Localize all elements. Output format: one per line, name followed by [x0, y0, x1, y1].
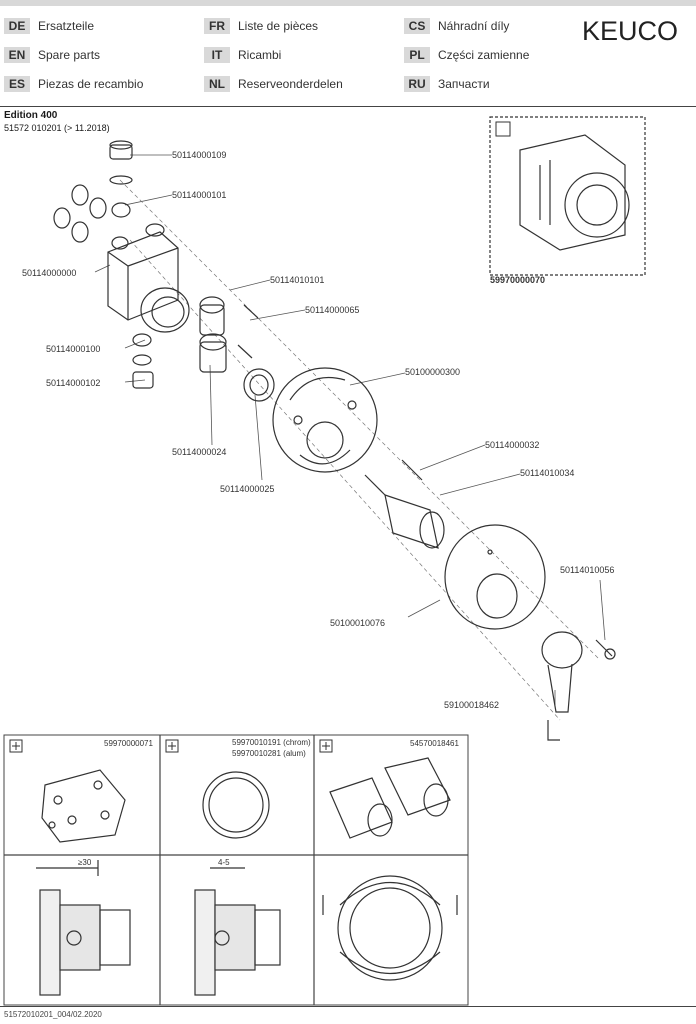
lang-label: Liste de pièces [238, 19, 319, 33]
lang-label: Piezas de recambio [38, 77, 144, 91]
lang-fr: FR Liste de pièces [204, 17, 318, 35]
lang-code: DE [4, 18, 30, 34]
lang-es: ES Piezas de recambio [4, 75, 143, 93]
lang-code: FR [204, 18, 230, 34]
lang-code: ES [4, 76, 30, 92]
lang-cs: CS Náhradní díly [404, 17, 509, 35]
lang-code: CS [404, 18, 430, 34]
part-label: 50114000032 [485, 440, 540, 450]
part-label: 50114000065 [305, 305, 360, 315]
box-code: 54570018461 [410, 739, 459, 748]
part-label: 50114000024 [172, 447, 227, 457]
lang-en: EN Spare parts [4, 46, 100, 64]
lang-label: Ersatzteile [38, 19, 95, 33]
lang-nl: NL Reserveonderdelen [204, 75, 343, 93]
box-code: 59970010281 (alum) [232, 749, 306, 758]
box-code: 59970010191 (chrom) [232, 738, 311, 747]
part-label: 59970000070 [490, 275, 546, 285]
leader-lines [94, 154, 606, 705]
brand-logo: KEUCO [582, 16, 679, 46]
part-label: 50114010101 [270, 275, 325, 285]
part-label: 50114010056 [560, 565, 615, 575]
header-divider [0, 106, 696, 107]
lang-code: RU [404, 76, 430, 92]
lang-label: Części zamienne [438, 48, 530, 62]
lang-label: Náhradní díly [438, 19, 510, 33]
lang-de: DE Ersatzteile [4, 17, 94, 35]
part-label: 50114000102 [46, 378, 101, 388]
lang-code: NL [204, 76, 230, 92]
product-name: Edition 400 [4, 110, 58, 121]
part-label: 50114000000 [22, 268, 77, 278]
part-label: 50114010034 [520, 468, 575, 478]
lang-code: PL [404, 47, 430, 63]
footer-divider [0, 1006, 696, 1007]
lang-label: Reserveonderdelen [238, 77, 343, 91]
lang-code: EN [4, 47, 30, 63]
top-bar [0, 0, 696, 6]
lang-ru: RU Запчасти [404, 75, 490, 93]
footer-code: 51572010201_004/02.2020 [4, 1010, 102, 1019]
lang-it: IT Ricambi [204, 46, 281, 64]
part-label: 50100000300 [405, 367, 461, 377]
lang-pl: PL Części zamienne [404, 46, 529, 64]
part-label: 59100018462 [444, 700, 500, 710]
lang-label: Запчасти [438, 77, 490, 91]
part-label: 50114000109 [172, 150, 227, 160]
part-label: 50114000025 [220, 484, 275, 494]
lang-label: Spare parts [38, 48, 101, 62]
dimension-label: 4-5 [218, 858, 230, 867]
dimension-label: ≥30 [78, 858, 92, 867]
part-label: 50114000101 [172, 190, 227, 200]
lang-code: IT [204, 47, 230, 63]
part-label: 50100010076 [330, 618, 386, 628]
box-code: 59970000071 [104, 739, 153, 748]
lang-label: Ricambi [238, 48, 282, 62]
part-label: 50114000100 [46, 344, 101, 354]
product-code: 51572 010201 (> 11.2018) [4, 123, 110, 133]
